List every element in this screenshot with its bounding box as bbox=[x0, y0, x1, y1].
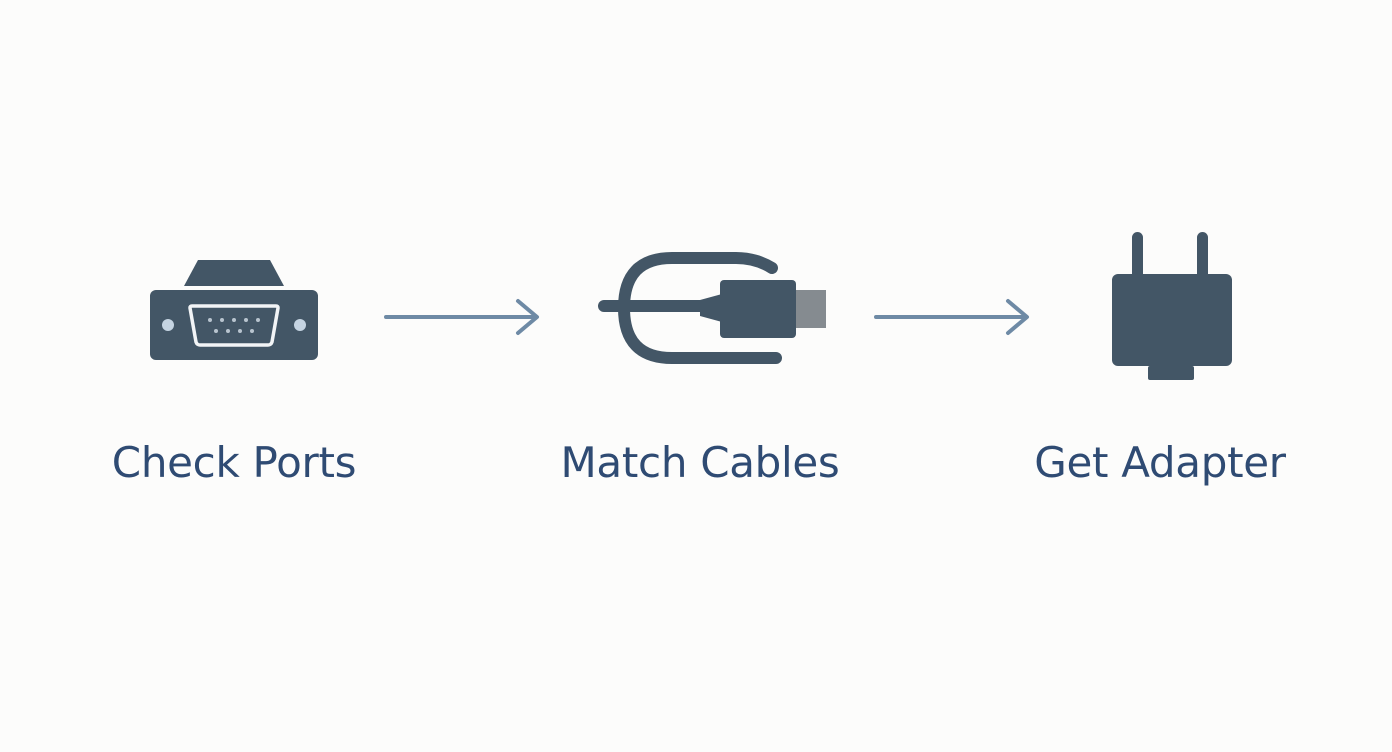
arrow-right-icon bbox=[384, 299, 539, 335]
step-label-match-cables: Match Cables bbox=[560, 438, 840, 487]
step-label-check-ports: Check Ports bbox=[111, 438, 357, 487]
power-adapter-icon bbox=[1112, 232, 1232, 380]
serial-port-icon bbox=[150, 260, 318, 360]
cable-plug-icon bbox=[598, 252, 826, 364]
step-label-get-adapter: Get Adapter bbox=[1034, 438, 1286, 487]
arrow-right-icon bbox=[874, 299, 1029, 335]
